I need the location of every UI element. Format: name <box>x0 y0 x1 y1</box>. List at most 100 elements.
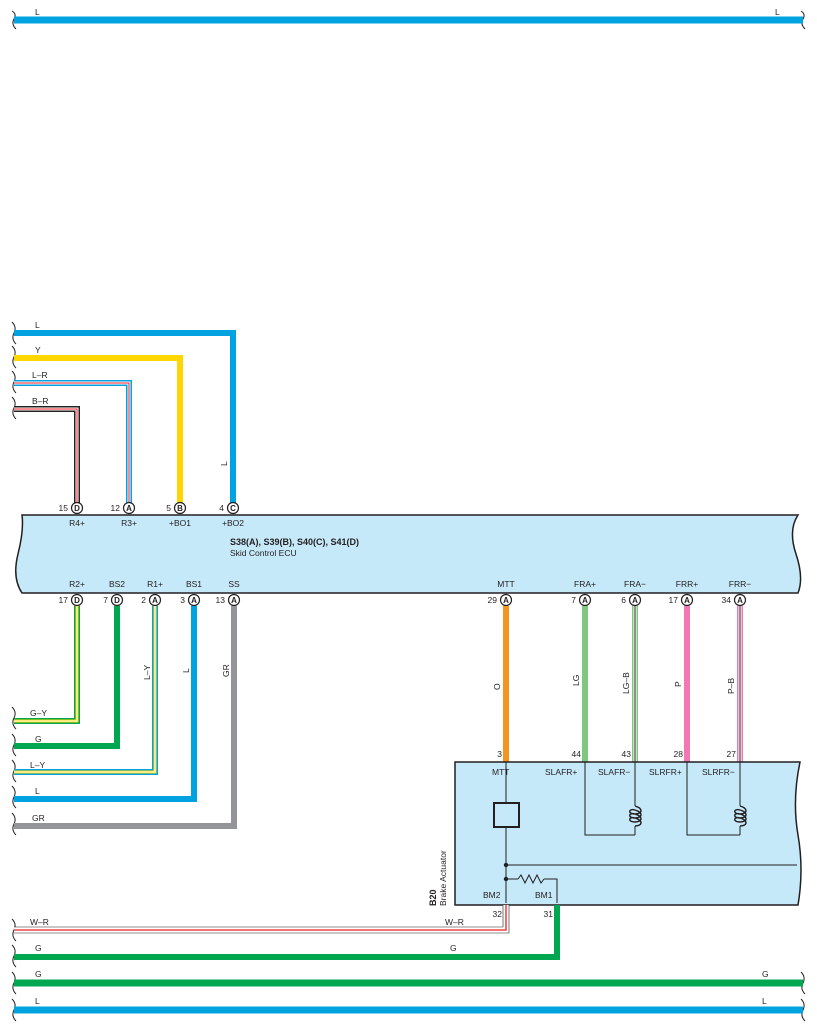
pin-name: R2+ <box>69 579 85 589</box>
pin-letter: D <box>74 596 80 605</box>
pin-name: FRR+ <box>676 579 698 589</box>
pin-number: 6 <box>621 595 626 605</box>
ecu-bottom-pin: MTT A 29 <box>488 579 515 607</box>
pin-name: +BO1 <box>169 518 191 528</box>
pin-number: 7 <box>571 595 576 605</box>
actuator-pin-number: 3 <box>497 749 502 759</box>
wire-label-l-y: L–Y <box>30 760 45 770</box>
ecu-top-pin: A 12 R3+ <box>111 501 137 528</box>
bus-label-g-left: G <box>35 969 42 979</box>
actuator-pin-name: SLRFR+ <box>649 767 682 777</box>
pin-number: 34 <box>722 595 732 605</box>
ecu-bottom-pin: SS A 13 <box>216 579 241 607</box>
pin-name: SS <box>228 579 240 589</box>
actuator-pin-number: 44 <box>572 749 582 759</box>
wire-label-l-r: L–R <box>32 370 48 380</box>
pin-number: 17 <box>669 595 679 605</box>
ecu-top-pin: D 15 R4+ <box>59 501 85 528</box>
pin-name: R4+ <box>69 518 85 528</box>
wire-label-y: Y <box>35 345 41 355</box>
actuator-code: B20 <box>428 889 438 906</box>
wire-label-g-mid: G <box>450 943 457 953</box>
ecu-bottom-pin: FRA+ A 7 <box>571 579 596 607</box>
pin-letter: A <box>684 596 690 605</box>
wire-label-g: G <box>35 734 42 744</box>
ecu-bottom-pin: BS1 A 3 <box>180 579 202 607</box>
pin-name: MTT <box>497 579 514 589</box>
wire-label-r1-vertical: L–Y <box>142 665 152 680</box>
wire-label-ss-vertical: GR <box>221 664 231 677</box>
actuator-wires: O LG LG–B P P–B <box>492 606 743 762</box>
upper-wires: L Y L–R B–R L <box>11 320 236 504</box>
ecu-bottom-pin: R1+ A 2 <box>141 579 163 607</box>
lower-left-wires: G–Y G L–Y L GR L–Y L GR <box>11 606 237 836</box>
ecu-title: S38(A), S39(B), S40(C), S41(D) <box>230 537 359 547</box>
pin-name: BS1 <box>186 579 202 589</box>
wire-label-o-vertical: O <box>492 683 502 690</box>
pin-letter: A <box>632 596 638 605</box>
pin-letter: D <box>74 504 80 513</box>
pin-number: 4 <box>219 503 224 513</box>
pin-letter: A <box>152 596 158 605</box>
skid-control-ecu: S38(A), S39(B), S40(C), S41(D) Skid Cont… <box>15 501 802 607</box>
pin-letter: A <box>503 596 509 605</box>
actuator-pin-name: MTT <box>492 767 509 777</box>
pin-name: +BO2 <box>222 518 244 528</box>
ecu-bottom-pin: FRA− A 6 <box>621 579 646 607</box>
wire-label-p-vertical: P <box>673 681 683 687</box>
pin-name: BS2 <box>109 579 125 589</box>
pin-number: 12 <box>111 503 121 513</box>
bus-label-g-right: G <box>762 969 769 979</box>
actuator-pin-number: 32 <box>493 909 503 919</box>
pin-number: 3 <box>180 595 185 605</box>
solenoid-coil-icon <box>734 805 747 827</box>
pin-name: FRR− <box>729 579 751 589</box>
actuator-pin-name: BM2 <box>483 890 501 900</box>
ground-wires: W–R W–R G G <box>11 905 560 968</box>
actuator-pin-name: BM1 <box>535 890 553 900</box>
pin-number: 7 <box>103 595 108 605</box>
pin-number: 2 <box>141 595 146 605</box>
actuator-pin-name: SLAFR+ <box>545 767 577 777</box>
ecu-bottom-pin: BS2 D 7 <box>103 579 125 607</box>
actuator-pin-number: 28 <box>674 749 684 759</box>
top-bus-right-label: L <box>775 7 780 17</box>
wire-label-w-r-left: W–R <box>30 917 49 927</box>
wire-label-l-vertical: L <box>219 461 229 466</box>
pin-letter: A <box>126 504 132 513</box>
ecu-bottom-pin: FRR+ A 17 <box>669 579 698 607</box>
pin-number: 29 <box>488 595 498 605</box>
solenoid-coil-icon <box>629 805 642 827</box>
pin-name: R3+ <box>121 518 137 528</box>
pin-letter: B <box>177 504 183 513</box>
ecu-top-pin: B 5 +BO1 <box>166 501 191 528</box>
pin-letter: A <box>231 596 237 605</box>
wire-label-l-top: L <box>35 320 40 330</box>
actuator-pin-number: 31 <box>544 909 554 919</box>
brake-actuator: 3 MTT 44 SLAFR+ 43 SLAFR− 28 SLRFR+ 27 S… <box>428 749 802 919</box>
wire-label-lg-b-vertical: LG–B <box>621 672 631 694</box>
pin-number: 15 <box>59 503 69 513</box>
top-bus: L L <box>11 7 806 30</box>
ecu-bottom-pin: FRR− A 34 <box>722 579 751 607</box>
wire-label-bs1-vertical: L <box>181 668 191 673</box>
wire-label-b-r: B–R <box>32 396 49 406</box>
pin-name: FRA+ <box>574 579 596 589</box>
wire-label-g-left: G <box>35 943 42 953</box>
bus-label-l-right: L <box>762 996 767 1006</box>
actuator-pin-name: SLRFR− <box>702 767 735 777</box>
pin-number: 5 <box>166 503 171 513</box>
wire-label-lg-vertical: LG <box>571 675 581 686</box>
actuator-pin-number: 27 <box>727 749 737 759</box>
pin-name: R1+ <box>147 579 163 589</box>
wire-label-l: L <box>35 786 40 796</box>
wire-label-p-b-vertical: P–B <box>726 678 736 694</box>
wire-label-g-y: G–Y <box>30 708 47 718</box>
actuator-pin-name: SLAFR− <box>598 767 630 777</box>
actuator-pin-number: 43 <box>622 749 632 759</box>
pin-letter: A <box>191 596 197 605</box>
pin-number: 13 <box>216 595 226 605</box>
ecu-top-pin: C 4 +BO2 <box>219 501 244 528</box>
bottom-buses: G G L L <box>11 969 806 1022</box>
